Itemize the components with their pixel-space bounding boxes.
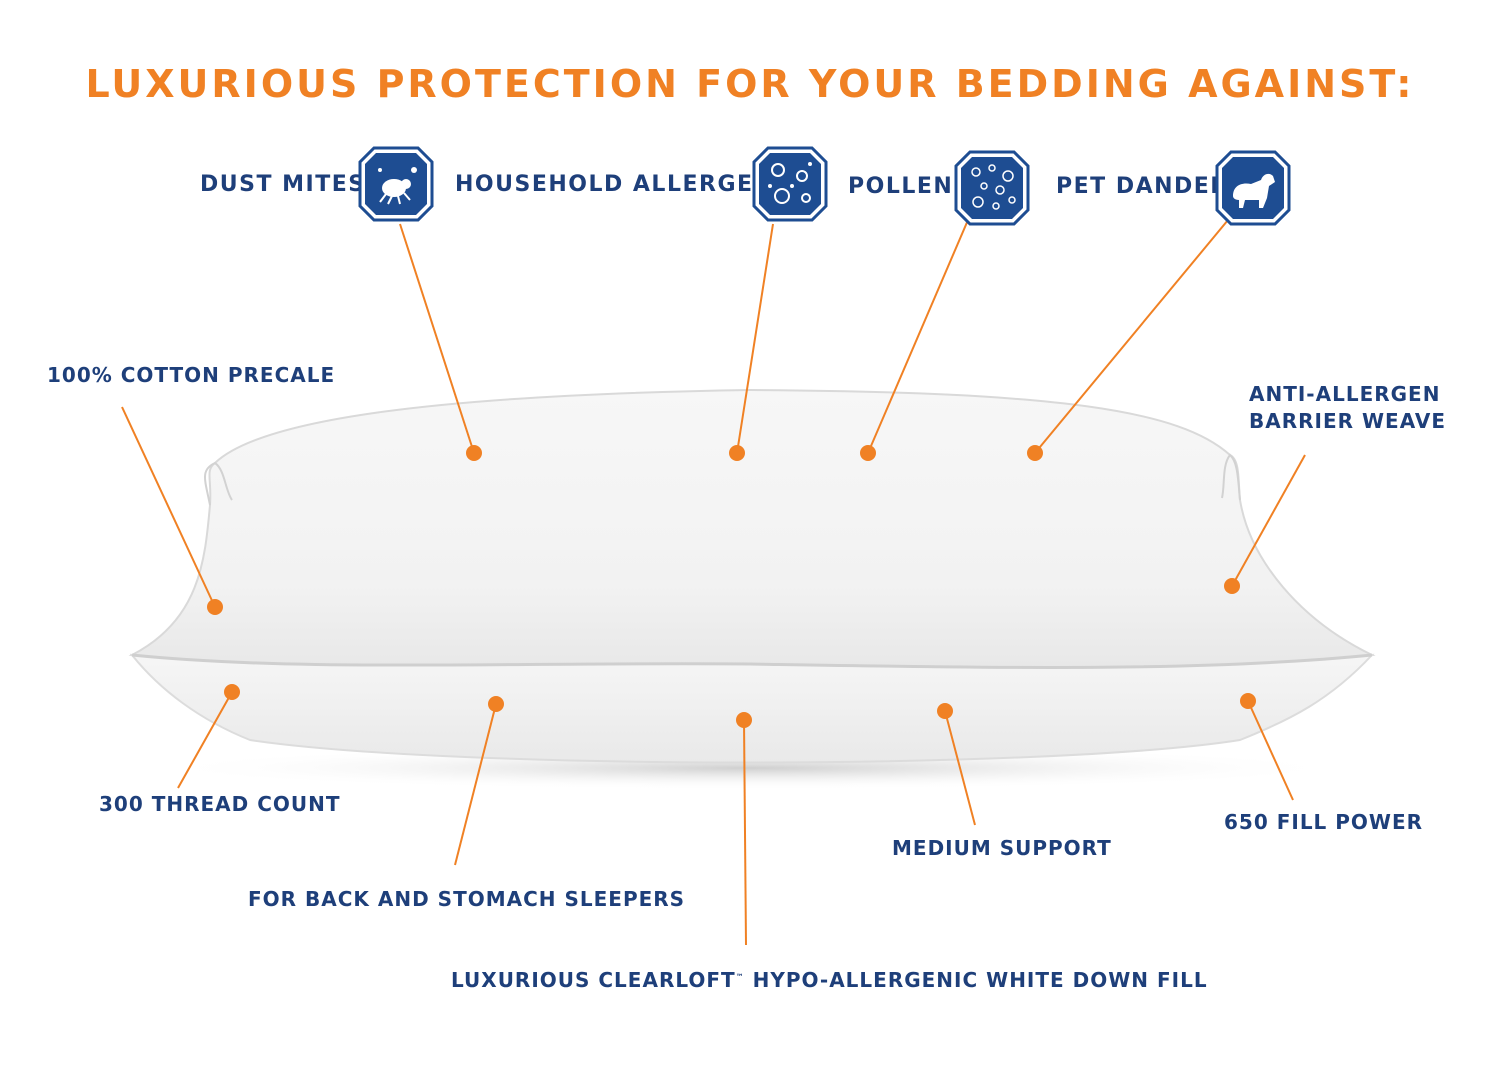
protection-label-pet-dander: PET DANDER (1056, 174, 1229, 199)
feature-barrier-line-2: BARRIER WEAVE (1249, 409, 1446, 433)
pet-dander-icon (1215, 150, 1291, 226)
feature-cotton-precale: 100% COTTON PRECALE (47, 363, 336, 387)
feature-down-fill-description: HYPO-ALLERGENIC WHITE DOWN FILL (744, 968, 1208, 992)
allergen-icon (752, 146, 828, 222)
dust-mite-icon (358, 146, 434, 222)
callout-lines (121, 219, 1306, 946)
feature-down-fill: LUXURIOUS CLEARLOFT™ HYPO-ALLERGENIC WHI… (451, 968, 1208, 992)
feature-medium-support: MEDIUM SUPPORT (892, 836, 1112, 860)
feature-sleepers: FOR BACK AND STOMACH SLEEPERS (248, 887, 686, 911)
protection-label-dust-mites: DUST MITES (200, 172, 366, 197)
protection-label-pollen: POLLEN (848, 174, 954, 199)
feature-barrier-line-1: ANTI-ALLERGEN (1249, 382, 1441, 406)
feature-thread-count: 300 THREAD COUNT (99, 792, 341, 816)
trademark-symbol: ™ (735, 972, 745, 982)
feature-barrier-weave: ANTI-ALLERGEN BARRIER WEAVE (1249, 381, 1446, 435)
feature-fill-power: 650 FILL POWER (1224, 810, 1424, 834)
headline: LUXURIOUS PROTECTION FOR YOUR BEDDING AG… (85, 62, 1415, 106)
callout-dots (207, 445, 1256, 728)
protection-label-household-allergens: HOUSEHOLD ALLERGENS (455, 172, 791, 197)
feature-down-fill-brand: LUXURIOUS CLEARLOFT (451, 968, 736, 992)
pollen-icon (954, 150, 1030, 226)
